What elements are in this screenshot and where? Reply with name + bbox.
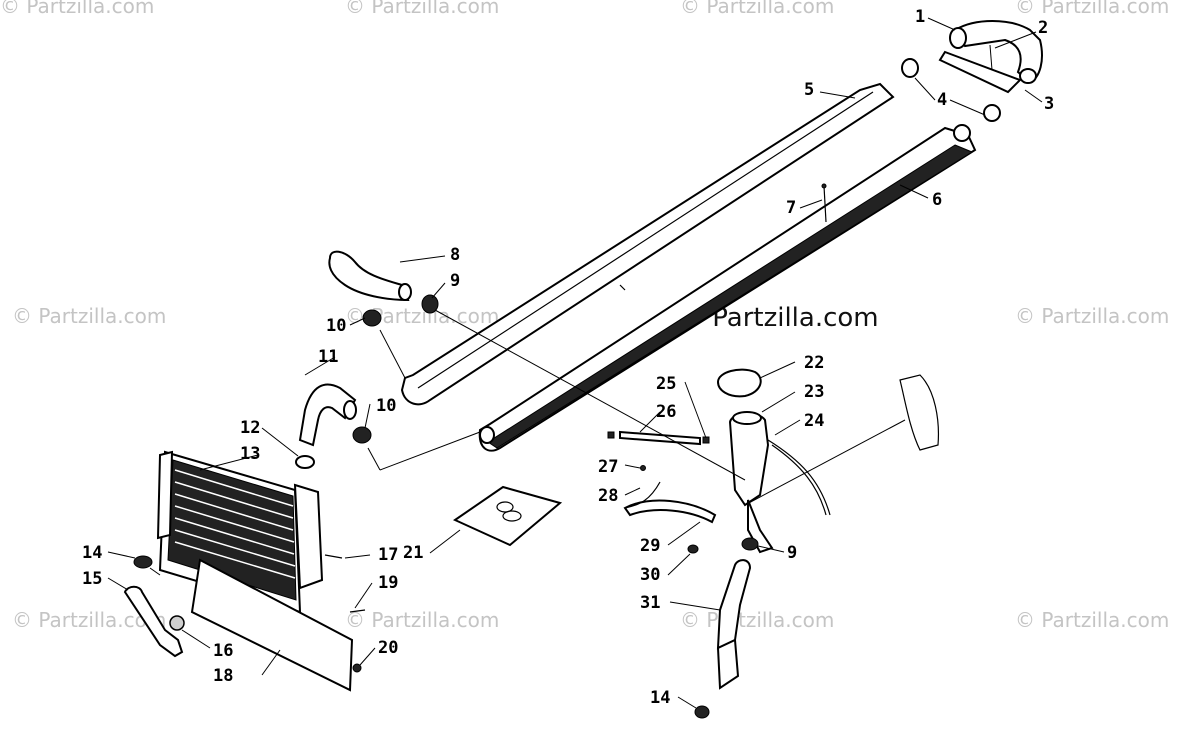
callout-20: 20	[378, 638, 399, 658]
watermark: © Partzilla.com	[345, 608, 500, 632]
tank-strap	[623, 481, 717, 524]
fitting	[640, 465, 646, 471]
watermark: © Partzilla.com	[1015, 0, 1170, 18]
upper-hose	[328, 250, 412, 302]
watermark: © Partzilla.com	[0, 0, 155, 18]
callout-14b: 14	[650, 688, 671, 708]
overflow-hose	[767, 439, 831, 516]
callout-2: 2	[1038, 18, 1049, 38]
callout-10: 10	[326, 316, 347, 336]
hose-clamp	[295, 455, 315, 469]
callout-18: 18	[213, 666, 234, 686]
callout-31: 31	[640, 593, 661, 613]
callout-21: 21	[403, 543, 424, 563]
callout-27: 27	[598, 457, 619, 477]
callout-1: 1	[915, 7, 926, 27]
vent-hose	[607, 430, 710, 446]
callout-9: 9	[450, 271, 461, 291]
callout-12: 12	[240, 418, 261, 438]
nut	[687, 544, 699, 554]
watermark: © Partzilla.com	[1015, 608, 1170, 632]
gasket	[452, 485, 563, 547]
callout-19: 19	[378, 573, 399, 593]
callout-10b: 10	[376, 396, 397, 416]
callout-leaders	[107, 17, 1043, 709]
callout-7: 7	[786, 198, 797, 218]
lower-hose	[123, 555, 185, 658]
callout-17: 17	[378, 545, 399, 565]
crossover-tube	[949, 20, 1043, 84]
callout-14: 14	[82, 543, 103, 563]
hose-clamp	[421, 294, 439, 314]
return-hose	[694, 537, 759, 719]
callout-3: 3	[1044, 94, 1055, 114]
callout-9b: 9	[787, 543, 798, 563]
callout-25: 25	[656, 374, 677, 394]
watermark: © Partzilla.com	[345, 0, 500, 18]
radiator-shroud	[190, 558, 354, 692]
callout-22: 22	[804, 353, 825, 373]
upper-heat-exchanger	[400, 82, 895, 406]
callout-5: 5	[804, 80, 815, 100]
watermark: © Partzilla.com	[1015, 304, 1170, 328]
callout-26: 26	[656, 402, 677, 422]
callout-24: 24	[804, 411, 825, 431]
callout-30: 30	[640, 565, 661, 585]
mounting-bracket	[899, 374, 940, 451]
callout-6: 6	[932, 190, 943, 210]
callout-11: 11	[318, 347, 339, 367]
hose-clamp	[352, 309, 382, 444]
tube-bracket	[938, 44, 1022, 94]
clamp	[901, 58, 1001, 122]
callout-16: 16	[213, 641, 234, 661]
callout-4: 4	[937, 90, 948, 110]
tank-cap	[716, 368, 762, 398]
watermark: © Partzilla.com	[680, 0, 835, 18]
callout-8: 8	[450, 245, 461, 265]
watermark: © Partzilla.com	[680, 608, 835, 632]
callout-15: 15	[82, 569, 103, 589]
radiator-hose	[298, 383, 357, 447]
callout-29: 29	[640, 536, 661, 556]
lower-heat-exchanger	[478, 124, 977, 452]
callout-28: 28	[598, 486, 619, 506]
callout-23: 23	[804, 382, 825, 402]
fasteners	[324, 554, 366, 673]
watermark: © Partzilla.com	[12, 304, 167, 328]
bolt	[821, 183, 827, 223]
assembly-lines	[149, 309, 906, 576]
coolant-tank	[728, 411, 774, 554]
callout-13: 13	[240, 444, 261, 464]
